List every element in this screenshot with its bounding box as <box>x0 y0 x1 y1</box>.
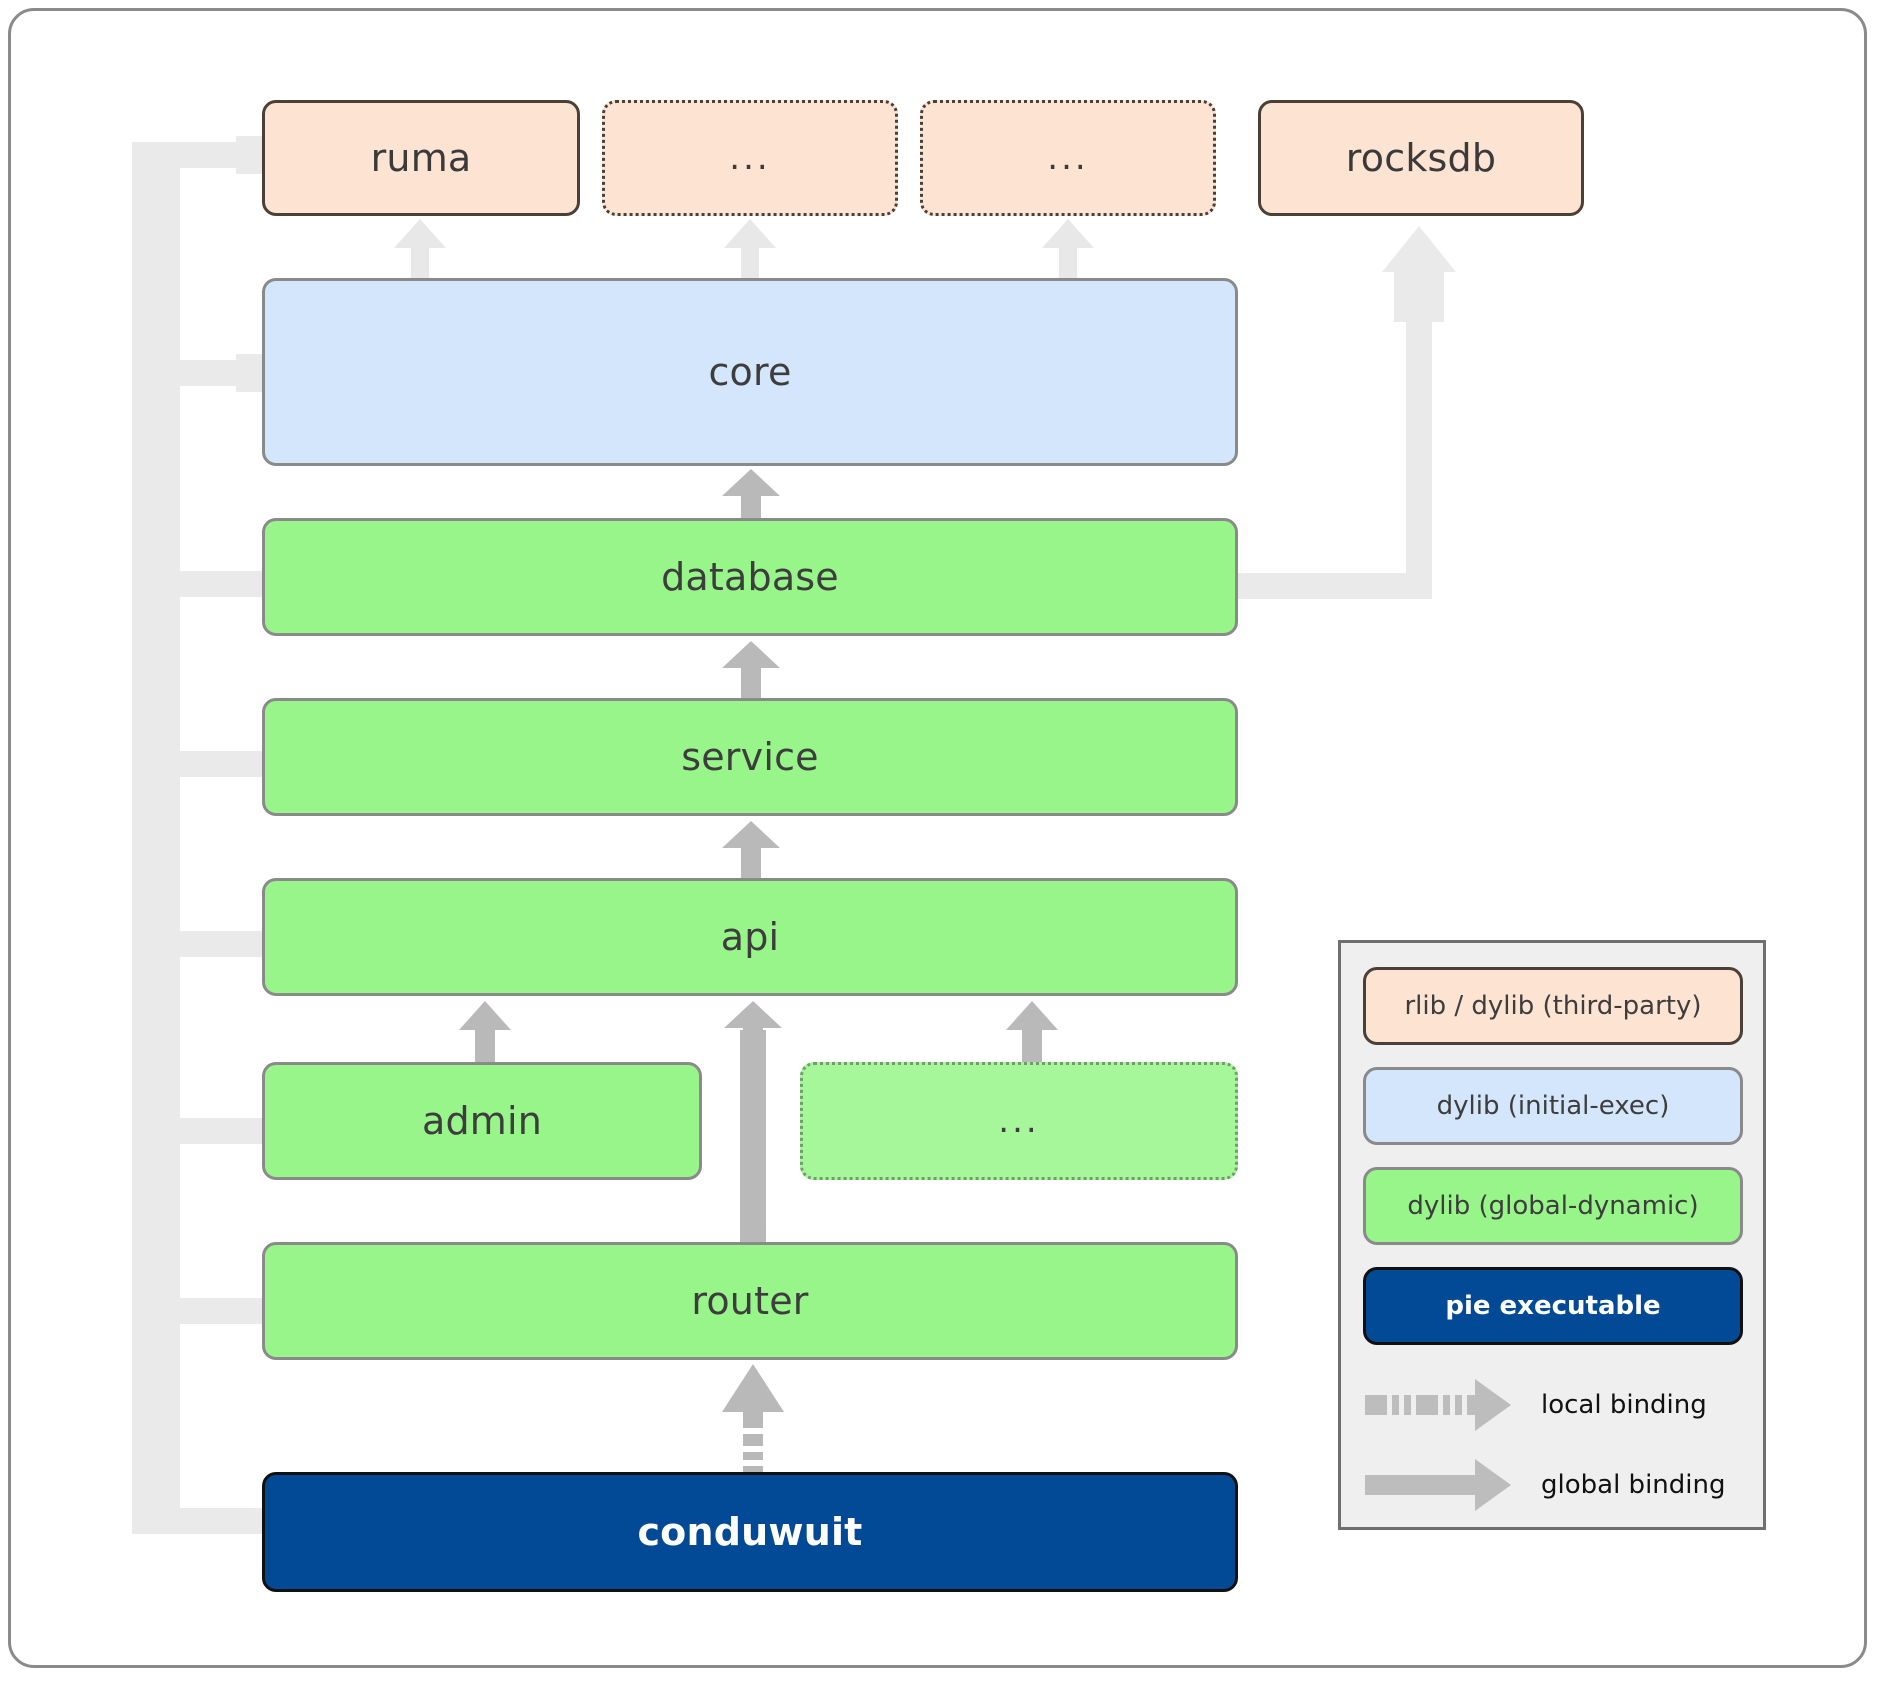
node-top-ellipsis-2-label: ... <box>1047 138 1089 178</box>
node-top-ellipsis-1-label: ... <box>729 138 771 178</box>
bus-branch-router <box>158 1298 272 1324</box>
dashed-arrow-icon <box>1365 1379 1511 1431</box>
node-mid-ellipsis[interactable]: ... <box>800 1062 1238 1180</box>
bus-branch-admin <box>158 1118 272 1144</box>
arrow-core-to-top-ellipsis-1 <box>724 219 776 281</box>
arrow-mid-ellipsis-to-api <box>1006 1001 1058 1073</box>
node-conduwuit-label: conduwuit <box>637 1510 863 1554</box>
node-router[interactable]: router <box>262 1242 1238 1360</box>
legend-chip-initial-exec-label: dylib (initial-exec) <box>1436 1091 1670 1121</box>
bus-database-to-rocksdb-vertical <box>1406 280 1432 580</box>
legend-chip-global-dynamic-label: dylib (global-dynamic) <box>1407 1191 1699 1221</box>
node-ruma[interactable]: ruma <box>262 100 580 216</box>
solid-arrow-icon <box>1365 1459 1511 1511</box>
node-database[interactable]: database <box>262 518 1238 636</box>
bus-branch-conduwuit <box>132 1508 272 1534</box>
arrow-service-to-database <box>722 641 780 701</box>
legend-chip-global-dynamic: dylib (global-dynamic) <box>1363 1167 1743 1245</box>
node-rocksdb[interactable]: rocksdb <box>1258 100 1584 216</box>
bus-database-to-rocksdb-horizontal <box>1232 573 1432 599</box>
legend-chip-third-party: rlib / dylib (third-party) <box>1363 967 1743 1045</box>
bus-branch-api <box>158 931 272 957</box>
node-core[interactable]: core <box>262 278 1238 466</box>
bus-trunk-inner <box>158 168 180 1508</box>
arrow-core-to-ruma <box>394 219 446 281</box>
node-api[interactable]: api <box>262 878 1238 996</box>
node-admin-label: admin <box>421 1099 543 1143</box>
legend-panel: rlib / dylib (third-party) dylib (initia… <box>1338 940 1766 1530</box>
node-rocksdb-label: rocksdb <box>1345 136 1497 180</box>
legend-row-global-binding-label: global binding <box>1541 1470 1726 1500</box>
legend-row-local-binding: local binding <box>1363 1375 1749 1435</box>
bus-branch-database <box>158 571 272 597</box>
legend-chip-pie-executable: pie executable <box>1363 1267 1743 1345</box>
node-service[interactable]: service <box>262 698 1238 816</box>
node-service-label: service <box>681 735 819 779</box>
shaft-router-to-api <box>740 1030 766 1242</box>
node-database-label: database <box>661 555 839 599</box>
arrow-api-to-service <box>722 821 780 881</box>
node-top-ellipsis-1[interactable]: ... <box>602 100 898 216</box>
bus-branch-ruma <box>132 142 252 168</box>
arrow-core-to-top-ellipsis-2 <box>1042 219 1094 281</box>
legend-chip-third-party-label: rlib / dylib (third-party) <box>1404 991 1702 1021</box>
node-conduwuit[interactable]: conduwuit <box>262 1472 1238 1592</box>
legend-row-global-binding: global binding <box>1363 1455 1749 1515</box>
node-ruma-label: ruma <box>370 136 472 180</box>
legend-chip-pie-executable-label: pie executable <box>1445 1291 1661 1321</box>
node-top-ellipsis-2[interactable]: ... <box>920 100 1216 216</box>
legend-row-local-binding-label: local binding <box>1541 1390 1707 1420</box>
bus-trunk-vertical <box>132 142 158 1534</box>
arrow-to-rocksdb <box>1382 226 1456 322</box>
bus-branch-service <box>158 751 272 777</box>
node-mid-ellipsis-label: ... <box>998 1101 1040 1141</box>
arrow-database-to-core <box>722 469 780 529</box>
arrow-admin-to-api <box>459 1001 511 1073</box>
arrow-conduwuit-to-router-local <box>722 1364 784 1481</box>
node-admin[interactable]: admin <box>262 1062 702 1180</box>
arrow-router-to-api <box>724 1001 782 1061</box>
legend-chip-initial-exec: dylib (initial-exec) <box>1363 1067 1743 1145</box>
node-router-label: router <box>691 1279 809 1323</box>
node-api-label: api <box>720 915 780 959</box>
node-core-label: core <box>708 350 792 394</box>
